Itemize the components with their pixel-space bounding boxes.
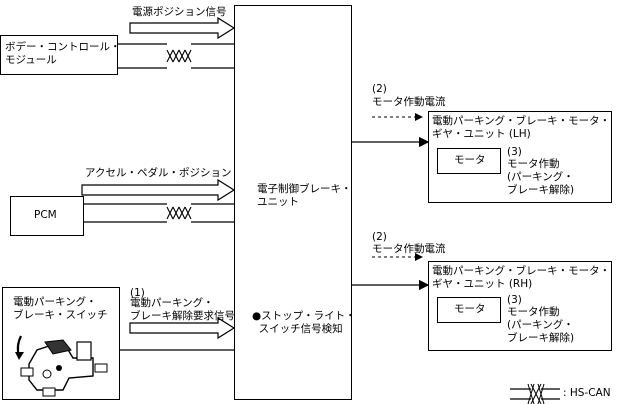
power-position-arrow xyxy=(129,16,236,40)
pcm-label: PCM xyxy=(34,209,57,221)
motor-rh-label: モータ xyxy=(454,303,486,315)
pcm-can-line xyxy=(84,203,234,223)
lh-current-label: モータ作動電流 xyxy=(372,96,446,108)
motor-lh-box: モータ xyxy=(437,148,501,174)
epb-switch-module: 電動パーキング・ ブレーキ・スイッチ xyxy=(2,287,120,400)
epb-switch-label: 電動パーキング・ ブレーキ・スイッチ xyxy=(13,296,108,321)
motor-action-rh-label: モータ作動 (パーキング・ ブレーキ解除) xyxy=(507,306,575,344)
release-request-label: 電動パーキング・ ブレーキ解除要求信号 xyxy=(130,297,235,322)
epb-motor-gear-unit-rh: 電動パーキング・ブレーキ・モータ・ ギヤ・ユニット (RH) モータ (3) モ… xyxy=(428,261,612,351)
accel-signal-arrow xyxy=(81,178,236,202)
epb-motor-gear-unit-lh: 電動パーキング・ブレーキ・モータ・ ギヤ・ユニット (LH) モータ (3) モ… xyxy=(428,111,612,203)
ebcu-stop-light-note: ●ストップ・ライト・ スイッチ信号検知 xyxy=(252,310,356,335)
epb-unit-lh-label: 電動パーキング・ブレーキ・モータ・ ギヤ・ユニット (LH) xyxy=(432,115,611,140)
electronic-brake-control-unit: 電子制御ブレーキ・ ユニット ●ストップ・ライト・ スイッチ信号検知 xyxy=(234,5,356,400)
motor-rh-box: モータ xyxy=(437,297,501,323)
motor-lh-label: モータ xyxy=(454,154,486,166)
lh-current-number: (2) xyxy=(372,83,387,95)
epb-unit-rh-label: 電動パーキング・ブレーキ・モータ・ ギヤ・ユニット (RH) xyxy=(432,265,611,290)
hs-can-legend-label: : HS-CAN xyxy=(563,387,611,399)
epb-switch-illustration xyxy=(15,335,108,397)
power-position-label: 電源ポジション信号 xyxy=(132,6,227,18)
motor-action-rh-number: (3) xyxy=(507,294,522,306)
rh-current-label: モータ作動電流 xyxy=(372,243,446,255)
pcm-module: PCM xyxy=(10,196,84,236)
bcm-label: ボデー・コントロール・ モジュール xyxy=(5,41,121,66)
bcm-can-line xyxy=(118,43,234,69)
motor-action-lh-number: (3) xyxy=(507,146,522,158)
release-request-number: (1) xyxy=(130,287,145,299)
hs-can-legend-symbol xyxy=(510,383,560,404)
rh-current-number: (2) xyxy=(372,231,387,243)
release-request-arrow xyxy=(129,316,236,340)
ebcu-label: 電子制御ブレーキ・ ユニット xyxy=(257,183,352,208)
motor-action-lh-label: モータ作動 (パーキング・ ブレーキ解除) xyxy=(507,158,575,196)
body-control-module: ボデー・コントロール・ モジュール xyxy=(0,35,121,75)
